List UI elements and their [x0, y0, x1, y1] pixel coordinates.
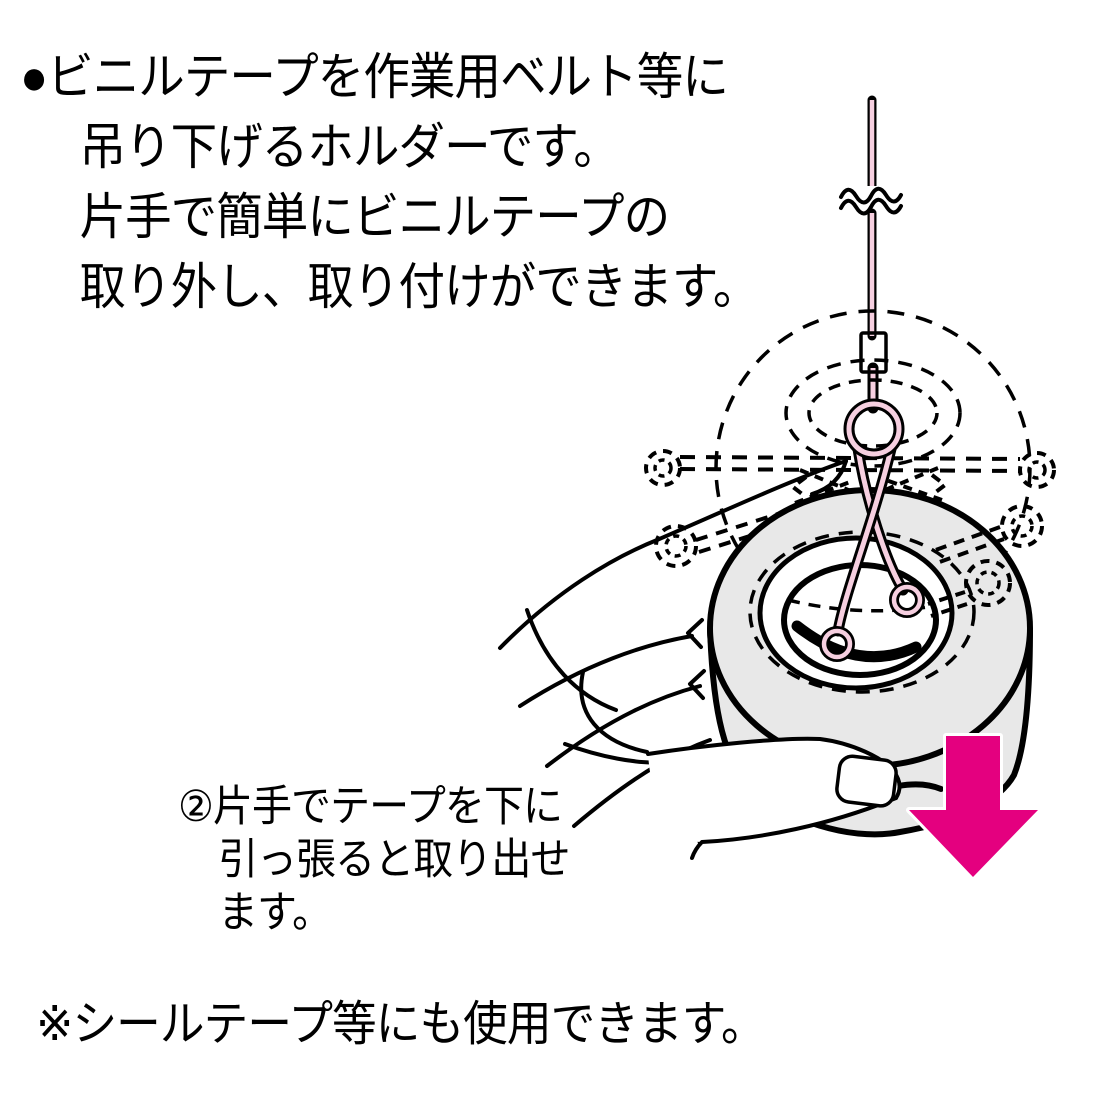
- ghost-hatch: [885, 478, 943, 502]
- ghost-face-ellipse: [748, 530, 976, 694]
- step-caption: ②片手でテープを下に 引っ張ると取り出せ ます。: [178, 781, 570, 940]
- thumb-bottom-edge: [690, 796, 898, 860]
- ghost-ring-inner: [653, 458, 673, 478]
- caption-line: ます。: [217, 889, 332, 937]
- caption-line: ②片手でテープを下に: [178, 783, 563, 831]
- finger-fold: [579, 670, 649, 754]
- product-description: ●ビニルテープを作業用ベルト等に 吊り下げるホルダーです。 片手で簡単にビニルテ…: [20, 42, 760, 322]
- ghost-ring: [1018, 451, 1056, 489]
- ghost-hatch: [794, 480, 851, 505]
- ghost-chevron: [789, 475, 808, 499]
- ghost-arm: [929, 525, 1001, 554]
- ghost-ring-inner: [1010, 514, 1034, 538]
- core-inner-shadow: [791, 620, 922, 663]
- roll-bottom-edge: [895, 781, 944, 792]
- thumb-top-edge: [646, 736, 902, 800]
- thumb-fill: [648, 738, 900, 843]
- ghost-hatch: [879, 466, 939, 494]
- ghost-chevron: [930, 473, 949, 497]
- ghost-ring: [964, 559, 1012, 607]
- crimp-sleeve: [859, 331, 888, 374]
- ghost-ring-inner: [1027, 460, 1047, 480]
- wire-ring-left-core: [821, 628, 853, 660]
- finger-crease: [688, 669, 706, 700]
- caption-line: 引っ張ると取り出せ: [217, 836, 570, 884]
- wire-leg-left-core: [835, 446, 894, 634]
- wire-loop-core: [846, 401, 902, 457]
- finger-line: [545, 684, 702, 768]
- thumbnail: [835, 754, 898, 808]
- thumb: [646, 736, 902, 860]
- finger-line: [518, 634, 694, 708]
- ghost-band-line: [679, 455, 1021, 461]
- ghost-ellipse-inner: [807, 378, 939, 448]
- wire-holder: [819, 398, 925, 662]
- down-arrow-icon: [906, 733, 1041, 880]
- finger-fold: [525, 608, 618, 712]
- ghost-band-line: [679, 467, 1021, 473]
- wire-ring-right-core: [891, 584, 923, 616]
- ghost-ring-inner: [664, 534, 688, 558]
- ghost-ellipse-outer: [784, 358, 962, 468]
- ghost-ring: [644, 449, 682, 487]
- ghost-arm: [930, 602, 968, 618]
- ghost-ring: [654, 524, 698, 568]
- wire-break-icon: [839, 186, 903, 205]
- usage-note: ※シールテープ等にも使用できます。: [36, 998, 766, 1051]
- ghost-ring-inner: [975, 570, 1001, 596]
- ghost-arm: [933, 537, 1005, 566]
- description-line: ●ビニルテープを作業用ベルト等に: [20, 49, 729, 105]
- description-line: 吊り下げるホルダーです。: [79, 119, 620, 175]
- wire-break-icon: [839, 197, 903, 216]
- ghost-ring: [1000, 504, 1044, 548]
- ghost-arm: [927, 590, 966, 606]
- description-line: 片手で簡単にビニルテープの: [79, 189, 671, 245]
- finger-crease: [686, 618, 704, 649]
- wire-leg-right-core: [855, 446, 906, 593]
- description-line: 取り外し、取り付けができます。: [79, 259, 760, 315]
